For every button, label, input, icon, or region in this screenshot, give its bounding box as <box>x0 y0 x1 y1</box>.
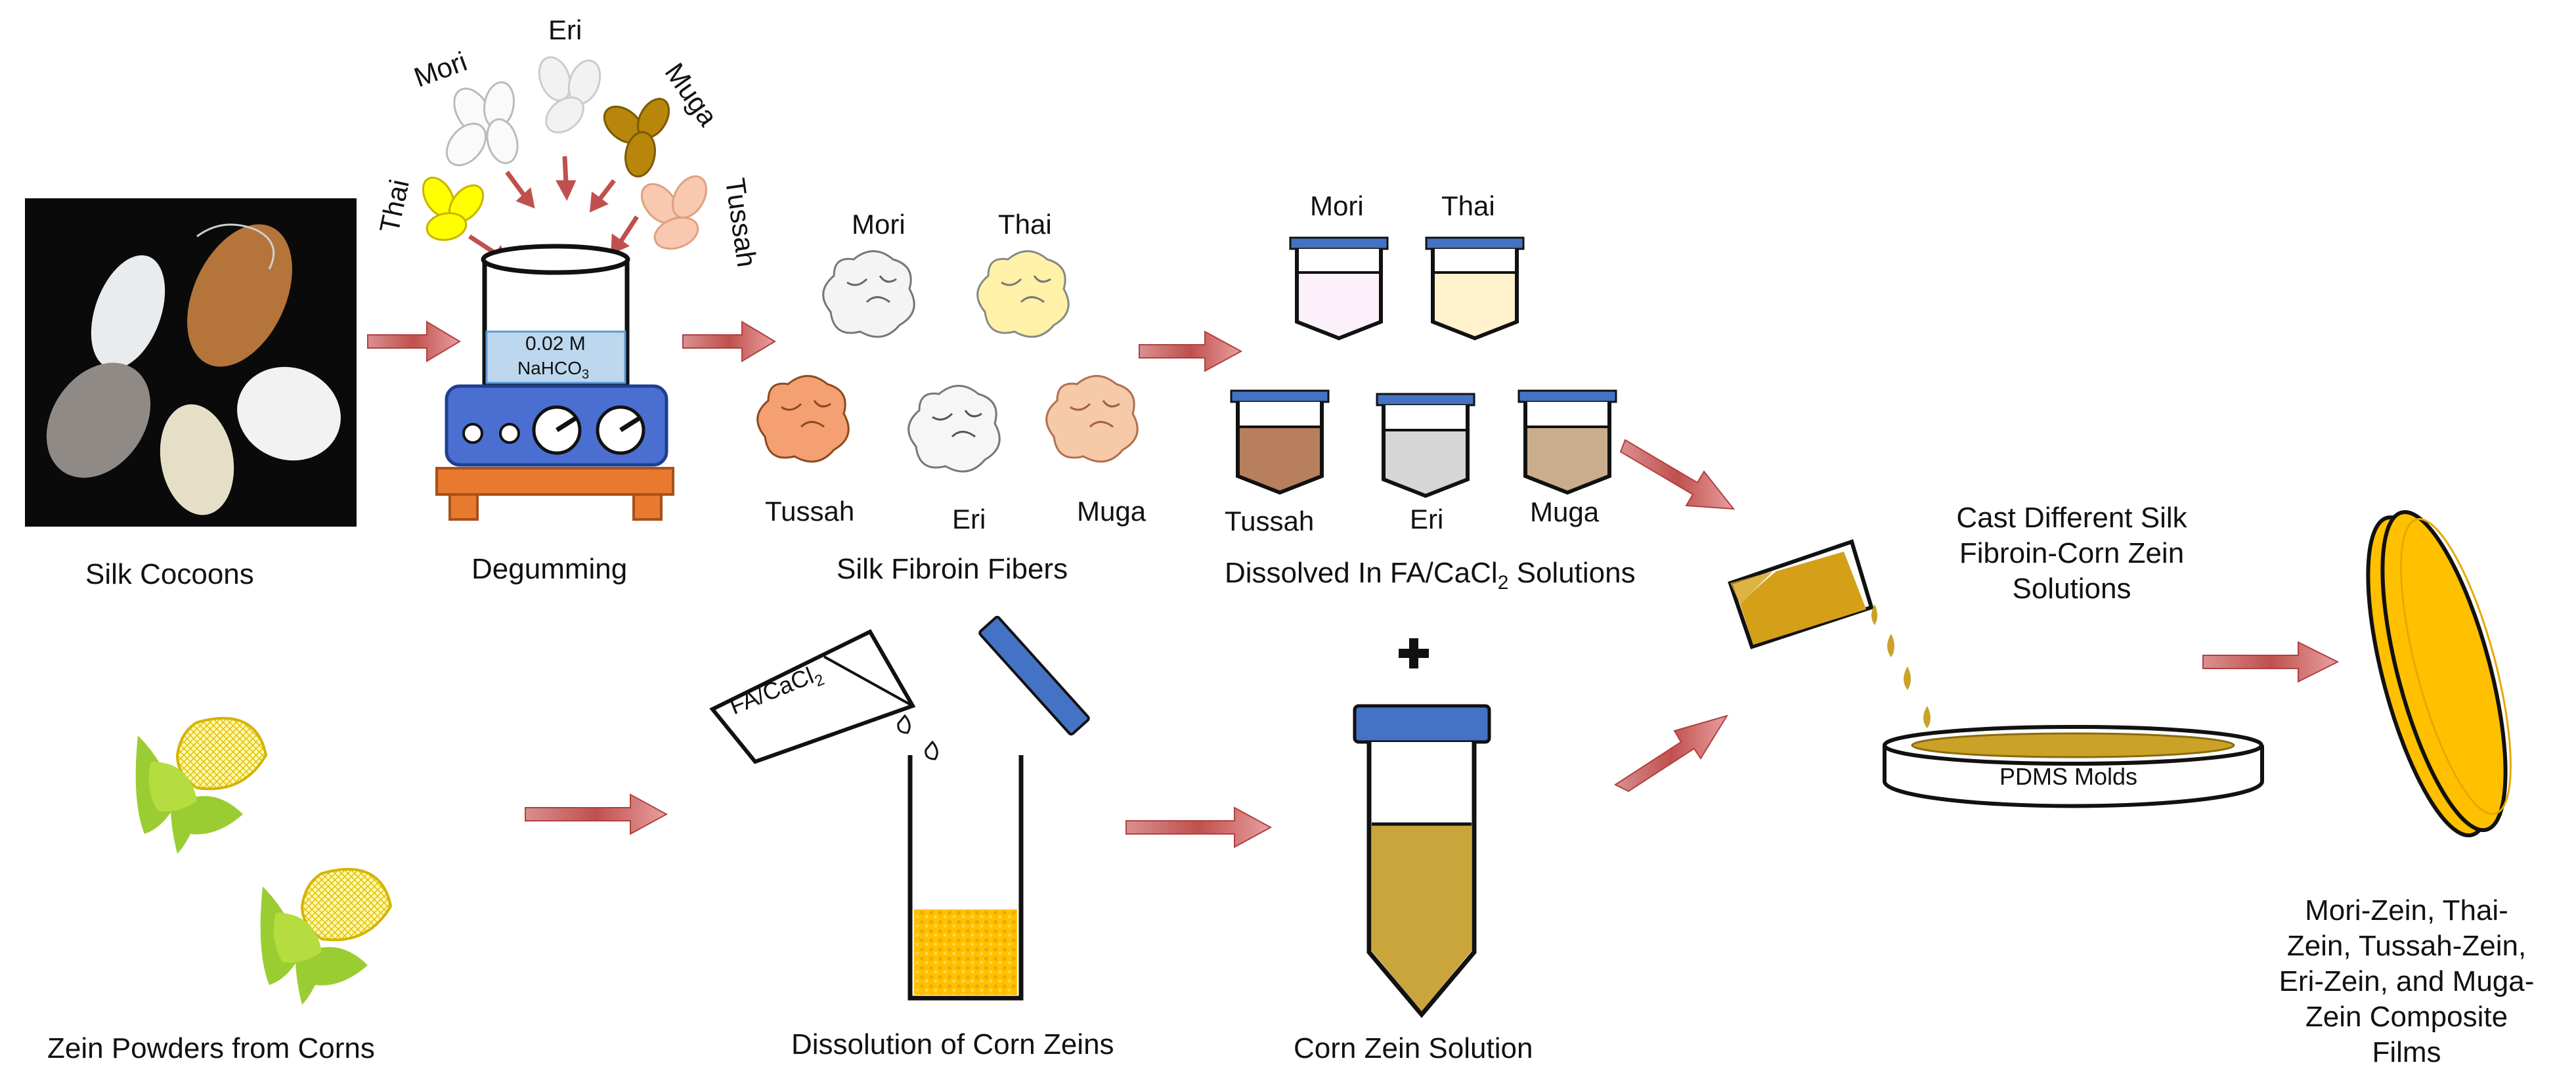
tussah-seeds <box>640 175 708 250</box>
dissolution-drops <box>897 714 938 760</box>
final-line-4: Zein Composite <box>2305 1001 2508 1033</box>
arrow-dissolution-to-solution <box>1125 806 1273 848</box>
dissolved-vials <box>1230 236 1617 498</box>
vial-label-tussah: Tussah <box>1225 506 1315 536</box>
dissolved-subscript: 2 <box>1497 571 1509 594</box>
degumming-setup <box>422 56 708 521</box>
seed-arrows <box>468 156 639 263</box>
vial-muga <box>1517 389 1617 495</box>
beaker <box>481 244 630 387</box>
fiber-eri <box>907 385 1001 473</box>
vial-label-mori: Mori <box>1310 190 1364 221</box>
arrow-cocoons-to-degumming <box>367 320 461 362</box>
beaker-naHCO: NaHCO <box>517 358 582 378</box>
arrow-fibers-to-dissolved <box>1139 330 1243 372</box>
beaker-line-2: NaHCO3 <box>517 358 589 383</box>
silk-cocoons-photo <box>25 198 357 527</box>
arrow-degumming-to-fibers <box>682 320 776 362</box>
muga-seeds <box>603 98 670 178</box>
mori-seeds <box>445 81 519 167</box>
arrow-zein-to-dissolution <box>525 793 668 835</box>
blue-cap-tilted <box>978 615 1090 736</box>
pour-droplets <box>1871 604 1931 728</box>
eri-seeds <box>538 56 601 134</box>
fa-cacl2-bottle <box>709 629 916 764</box>
cast-line-1: Cast Different Silk <box>1956 502 2187 534</box>
final-line-2: Zein, Tussah-Zein, <box>2286 930 2527 962</box>
fiber-label-muga: Muga <box>1077 496 1146 527</box>
vial-tussah <box>1230 389 1330 495</box>
fiber-label-thai: Thai <box>998 209 1052 240</box>
fiber-mori <box>822 250 915 338</box>
arrow-dissolved-to-cast <box>1619 439 1736 510</box>
silk-fibroin-fibers <box>756 250 1139 473</box>
zein-powders-label: Zein Powders from Corns <box>47 1032 375 1064</box>
composite-films <box>2366 510 2512 838</box>
silk-cocoons-label: Silk Cocoons <box>85 558 254 590</box>
dissolved-suffix: Solutions <box>1508 557 1636 589</box>
fiber-label-tussah: Tussah <box>765 496 855 527</box>
magnetic-stirrer <box>445 384 668 467</box>
corn-zein-solution-label: Corn Zein Solution <box>1294 1032 1533 1064</box>
vial-label-muga: Muga <box>1530 496 1600 527</box>
cast-line-2: Fibroin-Corn Zein <box>1959 537 2185 569</box>
fiber-muga <box>1045 375 1139 463</box>
silk-fibroin-fibers-label: Silk Fibroin Fibers <box>837 553 1068 585</box>
degumming-label: Degumming <box>471 553 628 585</box>
final-line-1: Mori-Zein, Thai- <box>2305 894 2508 927</box>
cast-line-3: Solutions <box>2012 573 2131 605</box>
cast-label: Cast Different Silk Fibroin-Corn Zein So… <box>1842 500 2302 607</box>
dissolution-label: Dissolution of Corn Zeins <box>791 1028 1114 1060</box>
stand <box>435 467 674 521</box>
corn-icon-bottom <box>260 867 393 1005</box>
arrow-solution-to-cast <box>1613 714 1729 793</box>
arrow-cast-to-films <box>2202 641 2340 683</box>
vial-label-eri: Eri <box>1410 504 1444 535</box>
corn-icon-top <box>135 716 268 854</box>
dissolution-tube <box>907 755 1024 1001</box>
vial-mori <box>1289 236 1389 341</box>
thai-seeds <box>422 177 485 241</box>
corn-zein-tube <box>1353 704 1491 1018</box>
vial-thai <box>1425 236 1525 341</box>
vial-label-thai: Thai <box>1441 190 1495 221</box>
vial-eri <box>1376 393 1475 498</box>
pouring-container <box>1728 539 1874 649</box>
dissolved-label: Dissolved In FA/CaCl2 Solutions <box>1225 557 1636 594</box>
beaker-line-1: 0.02 M <box>525 333 586 355</box>
flow-arrows <box>367 320 2340 848</box>
final-line-3: Eri-Zein, and Muga- <box>2279 965 2535 997</box>
beaker-subscript: 3 <box>582 367 590 382</box>
fiber-tussah <box>756 375 850 463</box>
pdms-mold <box>1883 725 2264 808</box>
fiber-label-mori: Mori <box>852 209 906 240</box>
dissolved-prefix: Dissolved In FA/CaCl <box>1225 557 1498 589</box>
plus-sign <box>1399 638 1429 668</box>
pdms-molds-label: PDMS Molds <box>1999 763 2138 790</box>
final-films-label: Mori-Zein, Thai- Zein, Tussah-Zein, Eri-… <box>2252 893 2561 1070</box>
fiber-label-eri: Eri <box>952 504 986 535</box>
seed-label-eri: Eri <box>548 14 582 45</box>
final-line-5: Films <box>2372 1036 2441 1068</box>
fiber-thai <box>976 250 1070 338</box>
